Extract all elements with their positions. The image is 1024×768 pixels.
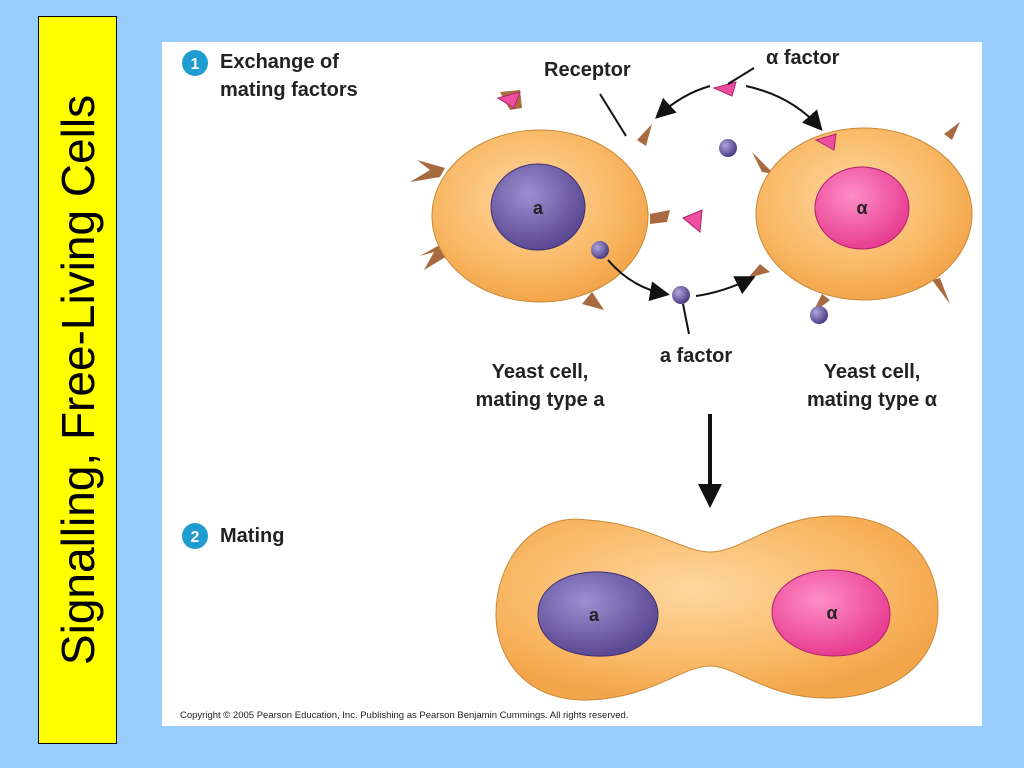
- step-2-number: 2: [191, 529, 200, 546]
- fused-nucleus-a-label: a: [589, 605, 600, 625]
- step-2-label: Mating: [220, 525, 284, 547]
- step-1-heading: 1 Exchange of mating factors: [182, 50, 358, 101]
- receptor: [637, 124, 652, 146]
- a-factor-particle: [719, 139, 737, 157]
- step-1-circle: [182, 50, 208, 76]
- receptor: [748, 264, 770, 278]
- alpha-factor-particle: [682, 209, 703, 233]
- cell-alpha-caption-line1: Yeast cell,: [824, 361, 921, 383]
- a-factor-arrow: [607, 259, 670, 302]
- alpha-factor-particle: [712, 81, 737, 97]
- nucleus-a-label: a: [533, 198, 544, 218]
- a-factor-particle: [810, 306, 828, 324]
- receptor: [944, 122, 960, 140]
- nucleus-a: [490, 163, 586, 251]
- a-factor-particle: [591, 241, 609, 259]
- receptor-label: Receptor: [544, 59, 631, 81]
- fused-nucleus-alpha-label: α: [826, 603, 837, 623]
- alpha-factors: [496, 81, 837, 233]
- a-factor-particle: [672, 286, 690, 304]
- step-1-line2: mating factors: [220, 79, 358, 101]
- side-title-box: Signalling, Free-Living Cells: [38, 16, 117, 744]
- receptor: [650, 210, 670, 224]
- fused-nucleus-alpha: [771, 569, 891, 657]
- nucleus-alpha-label: α: [856, 198, 867, 218]
- step-1-number: 1: [191, 56, 200, 73]
- cell-a-caption-line2: mating type a: [476, 389, 606, 411]
- side-title: Signalling, Free-Living Cells: [51, 94, 104, 666]
- receptor: [752, 152, 774, 174]
- a-factor-arrow: [695, 276, 756, 297]
- receptor-leader-line: [599, 93, 627, 137]
- receptor: [582, 292, 604, 310]
- alpha-factor-label: α factor: [766, 47, 840, 69]
- alpha-factor-arrow: [655, 85, 711, 119]
- receptor: [932, 278, 950, 304]
- alpha-factor-particle: [814, 133, 837, 151]
- cell-a-caption-line1: Yeast cell,: [492, 361, 589, 383]
- copyright-text: Copyright © 2005 Pearson Education, Inc.…: [180, 710, 628, 721]
- diagram-panel: 1 Exchange of mating factors a α: [162, 42, 982, 726]
- nucleus-alpha: [814, 166, 910, 250]
- cell-alpha-caption-line2: mating type α: [807, 389, 938, 411]
- receptor: [410, 160, 445, 182]
- fused-nucleus-a: [537, 571, 659, 657]
- alpha-factor-particle: [496, 91, 521, 109]
- alpha-factor-arrow: [745, 85, 823, 132]
- step-2-heading: 2 Mating: [182, 523, 284, 549]
- a-factors: [591, 139, 828, 324]
- a-factor-label: a factor: [660, 345, 732, 367]
- step-1-line1: Exchange of: [220, 51, 339, 73]
- a-factor-leader-line: [682, 303, 690, 335]
- alpha-factor-leader-line: [727, 67, 755, 85]
- step-2-circle: [182, 523, 208, 549]
- yeast-mating-diagram: 1 Exchange of mating factors a α: [180, 47, 973, 721]
- down-arrow-head: [698, 484, 722, 508]
